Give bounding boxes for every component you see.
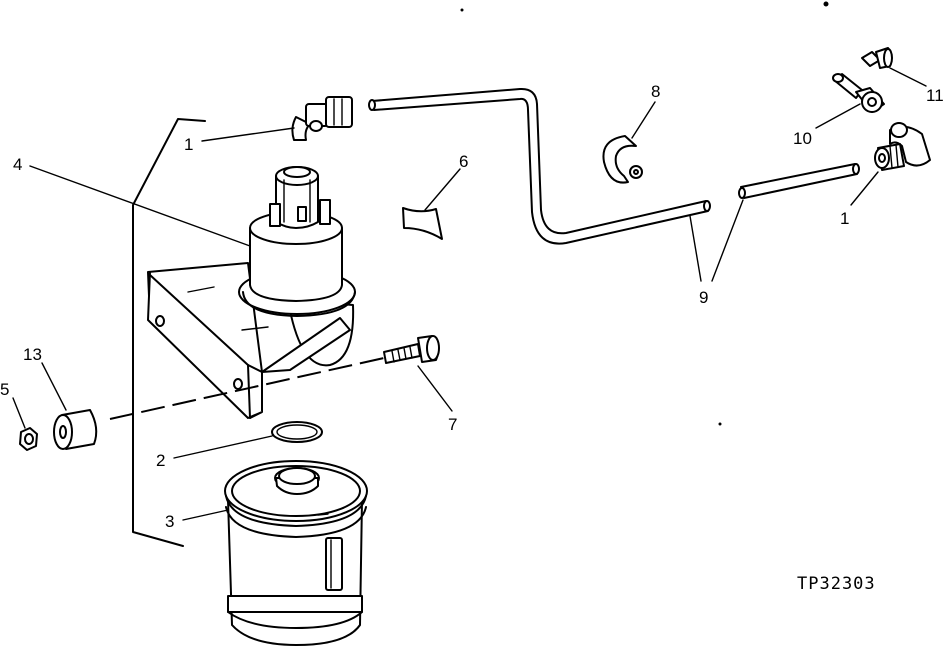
o-ring bbox=[271, 421, 323, 443]
assembly-bracket-line bbox=[132, 118, 206, 547]
hose-clamp bbox=[602, 135, 643, 184]
callout-10: 10 bbox=[793, 129, 812, 148]
callout-2: 2 bbox=[156, 451, 165, 470]
filter-head bbox=[147, 166, 356, 419]
callout-3: 3 bbox=[165, 512, 174, 531]
callout-11: 11 bbox=[926, 86, 944, 105]
fuel-tube-short bbox=[738, 163, 860, 199]
callout-5: 5 bbox=[0, 380, 9, 399]
callout-labels: 1 4 6 8 9 10 11 1 7 13 5 2 3 bbox=[0, 82, 944, 531]
figure-reference: TP32303 bbox=[797, 574, 876, 594]
callout-8: 8 bbox=[651, 82, 660, 101]
fuel-tube-long bbox=[368, 87, 711, 245]
callout-7: 7 bbox=[448, 415, 457, 434]
filter-canister bbox=[224, 460, 368, 646]
cap-screw bbox=[383, 335, 440, 364]
leader-lines bbox=[12, 67, 927, 521]
callout-9: 9 bbox=[699, 288, 708, 307]
scan-specks bbox=[460, 1, 829, 426]
elbow-fitting-right bbox=[874, 122, 931, 171]
elbow-fitting-left bbox=[291, 96, 353, 141]
callout-1-right: 1 bbox=[840, 209, 849, 228]
alignment-dashed-line bbox=[109, 357, 385, 420]
callout-4: 4 bbox=[13, 155, 22, 174]
callout-13: 13 bbox=[23, 345, 42, 364]
spacer-bushing bbox=[53, 409, 98, 450]
callout-1-left: 1 bbox=[184, 135, 193, 154]
hex-nut bbox=[19, 427, 38, 451]
callout-6: 6 bbox=[459, 152, 468, 171]
retaining-clip bbox=[402, 207, 443, 240]
banjo-fitting bbox=[832, 73, 885, 113]
small-screw bbox=[861, 47, 893, 69]
